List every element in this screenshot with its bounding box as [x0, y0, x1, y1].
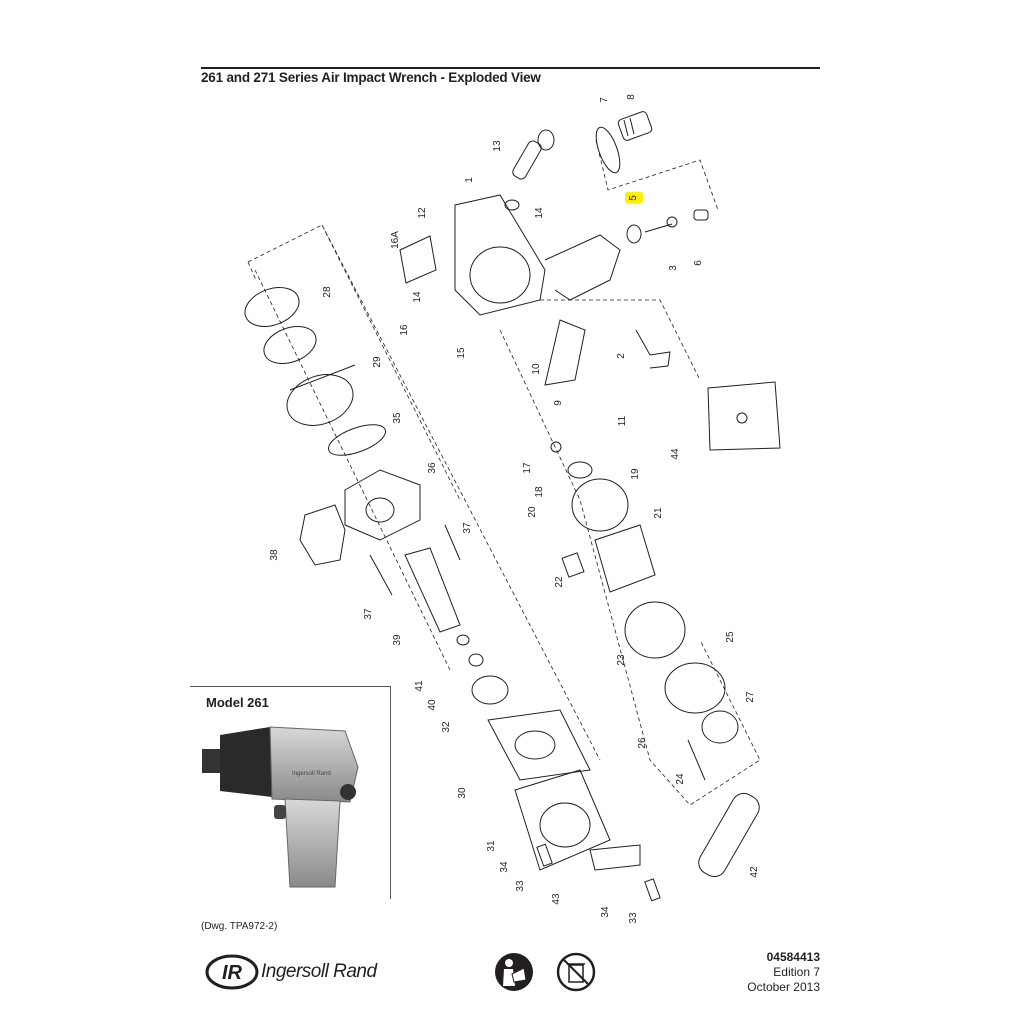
callout-44: 44 — [670, 448, 681, 460]
part-28-gaskets — [244, 287, 317, 364]
publication-date: October 2013 — [747, 980, 820, 994]
part-13-valve — [512, 129, 555, 180]
edition: Edition 7 — [773, 965, 820, 979]
callout-9: 9 — [553, 400, 564, 406]
callout-28: 28 — [322, 286, 333, 298]
callout-42: 42 — [749, 866, 760, 878]
callout-8: 8 — [626, 94, 637, 100]
callout-41: 41 — [414, 680, 425, 692]
callout-26: 26 — [637, 737, 648, 749]
callout-12: 12 — [417, 207, 428, 219]
model-inset: Model 261 Ingersoll Rand — [190, 686, 391, 899]
callout-19: 19 — [630, 468, 641, 480]
callout-25: 25 — [725, 631, 736, 643]
callout-33: 33 — [515, 880, 526, 892]
callout-40: 40 — [427, 699, 438, 711]
svg-text:IR: IR — [222, 962, 243, 984]
read-manual-icon — [495, 953, 533, 991]
callout-7: 7 — [599, 97, 610, 103]
callout-10: 10 — [531, 363, 542, 375]
callout-23: 23 — [616, 654, 627, 666]
callout-18: 18 — [534, 486, 545, 498]
brand-name: Ingersoll Rand — [261, 961, 377, 982]
part-29-ring — [286, 364, 356, 426]
callout-22: 22 — [554, 576, 565, 588]
part-16a-label — [399, 235, 437, 284]
callout-14: 14 — [534, 207, 545, 219]
callout-31: 31 — [486, 840, 497, 852]
part-36-hammer-frame — [344, 469, 421, 541]
callout-32: 32 — [441, 721, 452, 733]
part-8-inlet — [617, 111, 653, 141]
callout-17: 17 — [522, 462, 533, 474]
part-7-deflector — [595, 126, 621, 174]
part-6-spring — [693, 209, 709, 221]
part-1-housing — [454, 194, 621, 316]
part-25-front-plate — [664, 662, 739, 744]
part-42-handle — [698, 792, 760, 878]
ir-logo-mark: IR — [205, 954, 259, 990]
part-23-cylinder — [624, 601, 686, 659]
callout-27: 27 — [745, 691, 756, 703]
callout-13: 13 — [492, 140, 503, 152]
callout-36: 36 — [427, 462, 438, 474]
part-30-gasket — [487, 709, 591, 781]
callout-37: 37 — [462, 522, 473, 534]
callout-6: 6 — [693, 260, 704, 266]
callout-11: 11 — [617, 415, 628, 427]
part-39-anvil — [404, 547, 461, 633]
callout-14: 14 — [412, 291, 423, 303]
callout-29: 29 — [372, 356, 383, 368]
callout-15: 15 — [456, 347, 467, 359]
document-number: 04584413 — [766, 950, 820, 964]
callout-1: 1 — [464, 177, 475, 183]
part-35-washer — [328, 424, 386, 456]
callout-33: 33 — [628, 912, 639, 924]
header-rule — [201, 67, 820, 69]
part-38-hammer — [299, 504, 346, 566]
no-trash-disposal-icon — [556, 952, 596, 992]
callout-5-highlighted: 5 — [625, 192, 643, 204]
part-19-rear-end-plate — [550, 441, 629, 532]
part-21-rotor — [561, 524, 656, 593]
ingersoll-rand-logo: IR Ingersoll Rand — [205, 954, 377, 990]
part-40-41-32 — [456, 634, 509, 705]
part-43-handle-bracket — [589, 844, 641, 871]
page-title: 261 and 271 Series Air Impact Wrench - E… — [201, 70, 541, 85]
part-37-pins — [369, 524, 461, 596]
drawing-reference: (Dwg. TPA972-2) — [201, 921, 278, 932]
callout-39: 39 — [392, 634, 403, 646]
part-3-throttle-valve — [644, 216, 678, 233]
callout-38: 38 — [269, 549, 280, 561]
callout-34: 34 — [600, 906, 611, 918]
parts-33-screws — [536, 843, 661, 902]
callout-30: 30 — [457, 787, 468, 799]
callout-2: 2 — [616, 353, 627, 359]
tool-marking: Ingersoll Rand — [292, 771, 331, 777]
part-10-plate — [544, 319, 586, 386]
dashed-guides — [247, 139, 761, 806]
callout-16: 16 — [399, 324, 410, 336]
callout-43: 43 — [551, 893, 562, 905]
callout-35: 35 — [392, 412, 403, 424]
callout-16a: 16A — [390, 231, 401, 249]
part-5-spring-seat — [626, 224, 642, 244]
callout-20: 20 — [527, 506, 538, 518]
callout-21: 21 — [653, 507, 664, 519]
callout-24: 24 — [675, 773, 686, 785]
part-24-pin — [687, 739, 706, 781]
part-31-hammer-case — [514, 769, 611, 871]
model-261-photo: Ingersoll Rand — [202, 726, 359, 888]
part-44-warning-tag — [707, 381, 781, 451]
callout-37: 37 — [363, 608, 374, 620]
document-info: 04584413 Edition 7 October 2013 — [747, 950, 820, 995]
callout-3: 3 — [668, 265, 679, 271]
callout-34: 34 — [499, 861, 510, 873]
part-2-trigger — [635, 329, 671, 369]
model-title: Model 261 — [206, 695, 269, 710]
